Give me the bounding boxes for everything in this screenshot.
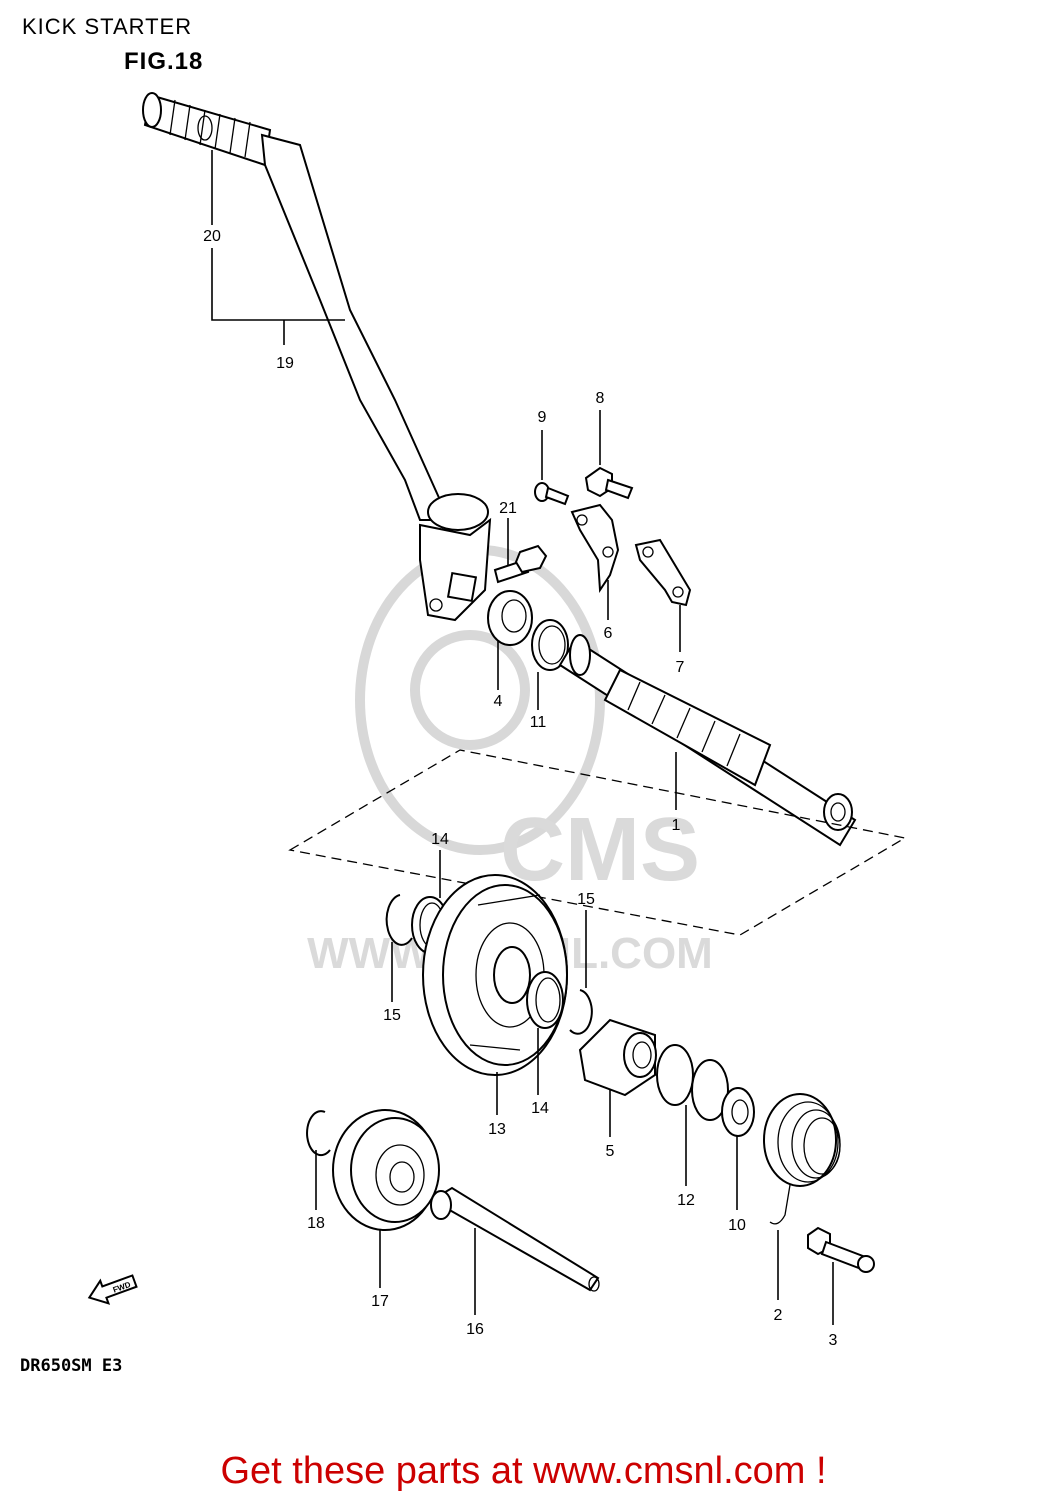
callout-16: 16 <box>466 1321 484 1338</box>
callout-11: 11 <box>530 714 547 731</box>
idle-gear-circlip <box>306 1110 331 1157</box>
washer-right <box>526 971 564 1029</box>
kick-starter-shaft <box>558 634 857 847</box>
page-title: KICK STARTER <box>22 14 193 39</box>
kick-starter-idle-gear <box>332 1109 440 1231</box>
kick-starter-guide <box>570 503 620 594</box>
callout-14-bottom: 14 <box>531 1100 549 1117</box>
callout-4: 4 <box>494 693 503 710</box>
lever-pinch-bolt <box>493 544 548 584</box>
callout-14-top: 14 <box>431 831 449 848</box>
kick-starter-return-spring <box>763 1093 841 1225</box>
callout-15-left: 15 <box>383 1007 401 1024</box>
callout-18: 18 <box>307 1215 325 1232</box>
callout-12: 12 <box>677 1192 695 1209</box>
callout-7: 7 <box>676 659 685 676</box>
shaft-ring <box>531 619 569 671</box>
callout-6: 6 <box>604 625 613 642</box>
figure-label: FIG.18 <box>124 48 204 75</box>
callout-8: 8 <box>596 390 605 407</box>
callout-21: 21 <box>499 500 517 517</box>
kick-starter-lever <box>142 92 492 622</box>
spring-stopper-bolt <box>807 1226 875 1273</box>
callout-13: 13 <box>488 1121 506 1138</box>
callout-17: 17 <box>371 1293 389 1310</box>
circlip-left <box>385 894 413 946</box>
callout-2: 2 <box>774 1307 783 1324</box>
idle-gear-shaft <box>430 1186 600 1292</box>
circlip-right <box>569 989 593 1035</box>
callout-15-right: 15 <box>577 891 595 908</box>
oil-seal <box>487 590 533 646</box>
callout-20: 20 <box>203 228 221 245</box>
callout-3: 3 <box>829 1332 838 1349</box>
callout-5: 5 <box>606 1143 615 1160</box>
kick-starter-drive-gear <box>422 874 568 1076</box>
guide-screw <box>534 482 570 506</box>
exploded-parts-diagram: CMS WWW.CMSNL.COM <box>87 92 907 1349</box>
guide-bolt <box>584 466 634 500</box>
kick-starter-spindle <box>578 1018 657 1097</box>
spring-washer <box>721 1087 755 1137</box>
callout-10: 10 <box>728 1217 746 1234</box>
forward-direction-arrow: FWD <box>87 1274 138 1305</box>
callout-9: 9 <box>538 409 547 426</box>
kick-starter-plate <box>634 538 692 607</box>
spring-guide-ring <box>656 1044 729 1121</box>
callout-19: 19 <box>276 355 294 372</box>
callout-numbers: 20 19 9 8 21 6 7 4 11 1 14 15 15 14 13 5… <box>203 228 837 1349</box>
model-code-label: DR650SM E3 <box>20 1356 123 1376</box>
leader-lines <box>211 150 834 1325</box>
footer-parts-link[interactable]: Get these parts at www.cmsnl.com ! <box>220 1450 827 1492</box>
watermark-logo-text: CMS <box>500 800 700 900</box>
callout-1: 1 <box>672 817 681 834</box>
